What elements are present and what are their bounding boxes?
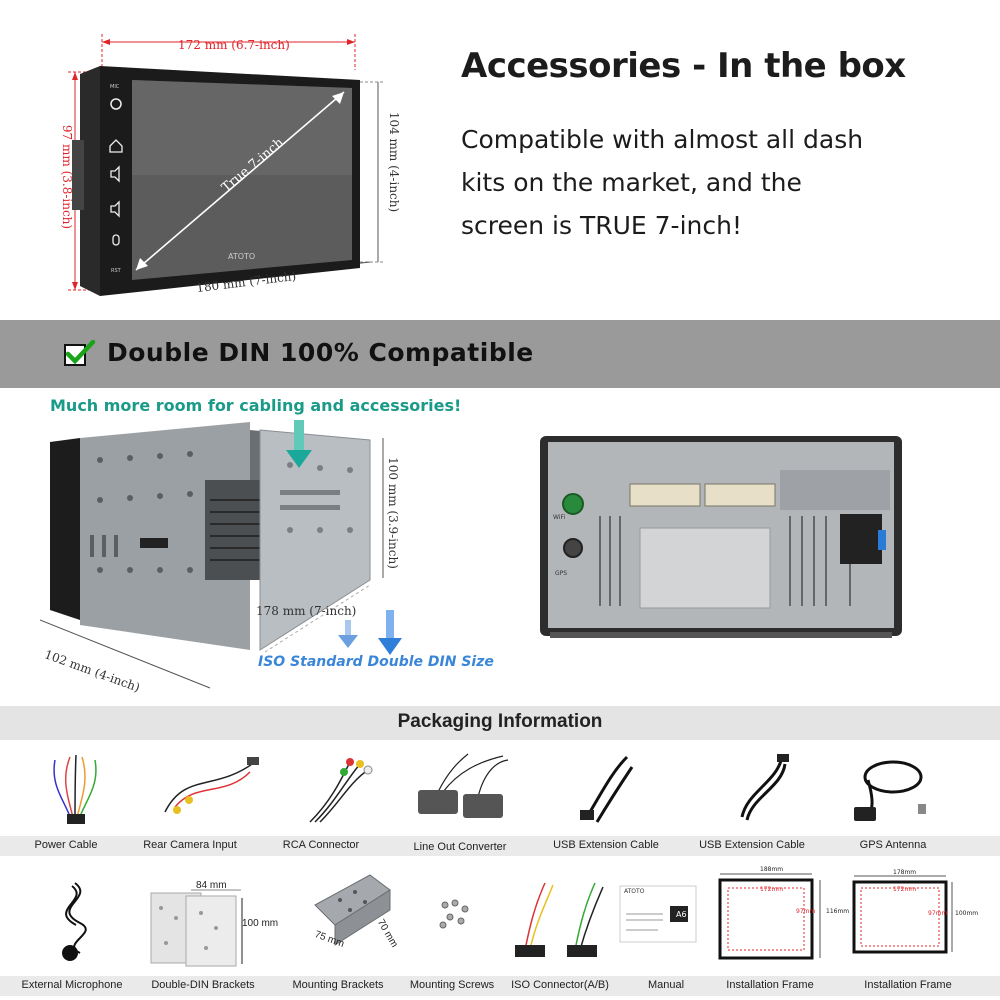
home-icon	[109, 139, 123, 153]
description: Compatible with almost all dash kits on …	[461, 118, 863, 247]
item-label: Power Cable	[34, 839, 98, 851]
double-din-chassis	[40, 420, 402, 689]
frame2-inner-height: 97mm	[928, 910, 948, 917]
mounting-screws-icon	[439, 899, 469, 929]
page-heading: Accessories - In the box	[461, 46, 906, 86]
manual-brand: ATOTO	[624, 888, 645, 895]
item-label: Installation Frame	[726, 979, 814, 991]
item-label: Mounting Screws	[409, 979, 495, 991]
description-line: kits on the market, and the	[461, 168, 802, 197]
iso-standard-caption: ISO Standard Double DIN Size	[258, 654, 494, 670]
chassis-width-dimension: 178 mm (7-inch)	[256, 604, 357, 618]
frame1-inner-width: 172mm	[760, 886, 784, 893]
frame2-outer-width: 178mm	[893, 869, 917, 876]
double-din-brackets-icon	[150, 889, 243, 967]
frame1-outer-height: 116mm	[826, 908, 850, 915]
wifi-connector-icon	[562, 493, 584, 515]
installation-frame-icon	[718, 873, 821, 960]
packaging-row-1-bar	[0, 836, 1000, 856]
volume-up-icon	[110, 165, 120, 183]
packaging-header-bar	[0, 706, 1000, 740]
description-line: screen is TRUE 7-inch!	[461, 211, 742, 240]
frame1-outer-width: 188mm	[760, 866, 784, 873]
line-out-converter-icon	[418, 753, 509, 818]
checkbox-checked-icon	[64, 340, 96, 366]
item-label: External Microphone	[21, 979, 123, 991]
packaging-row-2-bar	[0, 976, 1000, 996]
item-label: GPS Antenna	[859, 839, 927, 851]
wifi-label: WiFi	[553, 514, 566, 521]
item-label: Manual	[647, 979, 685, 991]
installation-frame-icon	[852, 875, 953, 954]
item-label: Line Out Converter	[413, 841, 507, 853]
item-label: Mounting Brackets	[292, 979, 384, 991]
top-section: 172 mm (6.7-inch) 97 mm (3.8-inch) 104 m…	[0, 0, 1000, 320]
description-line: Compatible with almost all dash	[461, 125, 864, 154]
compatibility-band	[0, 320, 1000, 388]
rca-connector-icon	[309, 758, 373, 823]
gps-label: GPS	[555, 570, 568, 577]
microphone-icon	[112, 234, 120, 246]
mounting-brackets-icon	[314, 874, 391, 946]
frame2-inner-width: 172mm	[893, 886, 917, 893]
item-label: USB Extension Cable	[553, 839, 659, 851]
bracket-width-label: 84 mm	[196, 880, 227, 891]
manual-icon	[619, 885, 697, 943]
gps-antenna-icon	[854, 760, 926, 821]
item-label: ISO Connector(A/B)	[511, 979, 609, 991]
item-label: Installation Frame	[864, 979, 952, 991]
volume-down-icon	[110, 200, 120, 218]
usb-extension-cable-icon	[740, 754, 789, 821]
mic-label: MIC	[110, 84, 120, 90]
height-left-dimension: 97 mm (3.8-inch)	[60, 124, 74, 230]
external-microphone-icon	[62, 882, 87, 961]
width-top-dimension: 172 mm (6.7-inch)	[178, 38, 290, 52]
item-label: RCA Connector	[282, 839, 360, 851]
packaging-title: Packaging Information	[397, 711, 603, 732]
power-cable-icon	[53, 754, 97, 824]
height-right-dimension: 104 mm (4-inch)	[387, 111, 401, 213]
manual-model: A6	[676, 910, 687, 919]
iso-connector-icon	[515, 882, 604, 957]
frame2-outer-height: 100mm	[955, 910, 979, 917]
bracket-height-label: 100 mm	[242, 918, 279, 929]
power-icon	[110, 98, 122, 110]
usb-extension-cable-icon	[580, 755, 634, 823]
item-label: Double-DIN Brackets	[151, 979, 255, 991]
compatibility-title: Double DIN 100% Compatible	[107, 338, 534, 367]
gps-connector-icon	[563, 538, 583, 558]
chassis-height-dimension: 100 mm (3.9-inch)	[386, 457, 400, 569]
item-label: Rear Camera Input	[143, 839, 237, 851]
head-unit-diagram	[68, 34, 384, 296]
rst-label: RST	[111, 268, 121, 274]
frame1-inner-height: 97mm	[796, 908, 816, 915]
brand-logo-text: ATOTO	[228, 252, 256, 261]
rear-camera-input-icon	[164, 757, 259, 814]
room-caption: Much more room for cabling and accessori…	[50, 396, 462, 415]
rear-panel-image	[540, 436, 902, 638]
item-label: USB Extension Cable	[699, 839, 805, 851]
